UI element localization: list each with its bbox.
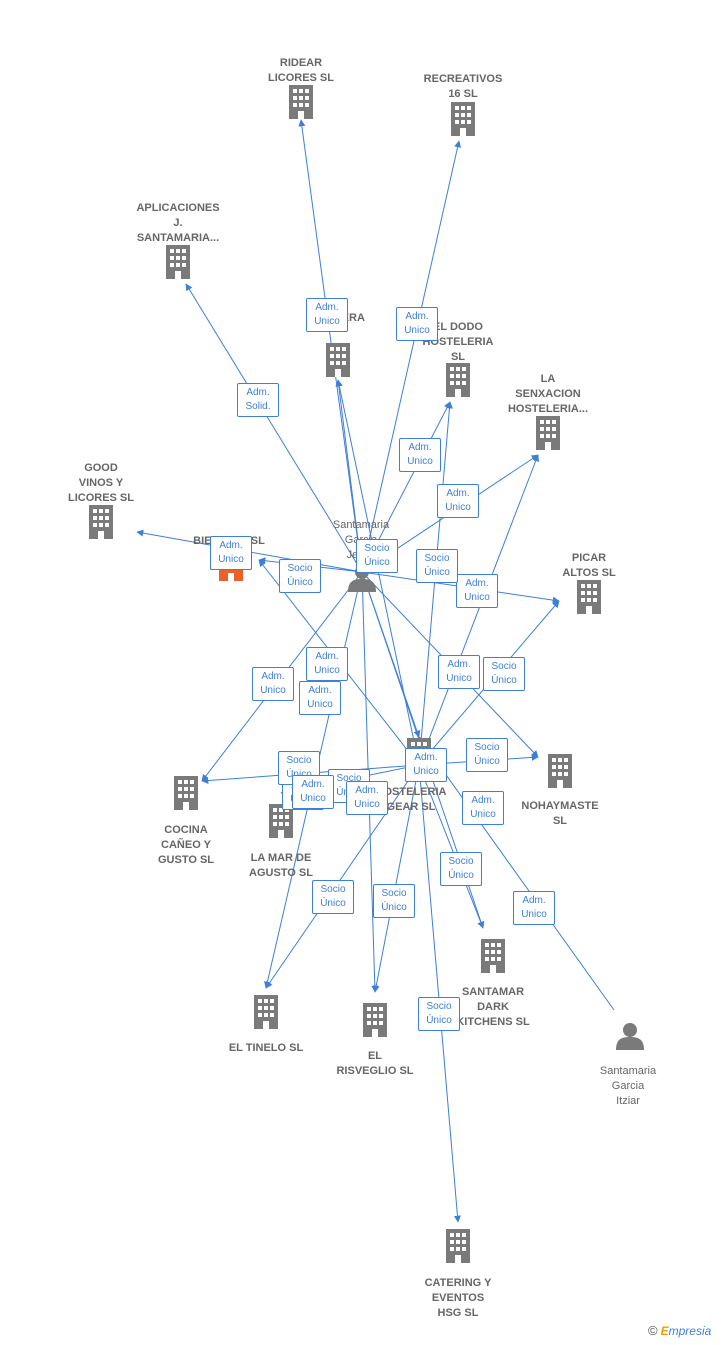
edge-role-label: Adm. Unico [438, 655, 480, 689]
building-icon-dodo[interactable] [446, 363, 470, 397]
edge-gear-tinelo [265, 764, 420, 989]
building-icon-nohaymaste[interactable] [548, 754, 572, 788]
company-label-aplicaciones[interactable]: APLICACIONES J. SANTAMARIA... [136, 202, 220, 244]
edge-role-label: Adm. Unico [252, 667, 294, 701]
edge-role-label: Adm. Unico [462, 791, 504, 825]
edge-gear-santamar [418, 764, 484, 929]
person-icon-itziar[interactable] [616, 1023, 644, 1050]
company-label-picar[interactable]: PICAR ALTOS SL [562, 552, 616, 579]
edge-role-label: Socio Único [466, 738, 508, 772]
edge-role-label: Adm. Unico [437, 484, 479, 518]
edge-gear-risveglio [372, 764, 420, 993]
company-label-lamar[interactable]: LA MAR DE AGUSTO SL [249, 852, 313, 879]
edge-role-label: Adm. Unico [292, 775, 334, 809]
edge-role-label: Adm. Unico [210, 536, 252, 570]
company-label-risveglio[interactable]: EL RISVEGLIO SL [336, 1050, 414, 1077]
company-label-goodvinos[interactable]: GOOD VINOS Y LICORES SL [67, 462, 134, 504]
edge-jesus-aplicaciones [185, 283, 363, 573]
company-label-cocina[interactable]: COCINA CAÑEO Y GUSTO SL [157, 824, 215, 866]
building-icon-catering[interactable] [446, 1229, 470, 1263]
edge-role-label: Adm. Unico [399, 438, 441, 472]
company-label-gear[interactable]: HOSTELERIA GEAR SL [375, 786, 447, 813]
company-label-recreativos[interactable]: RECREATIVOS 16 SL [423, 73, 503, 100]
company-label-nohaymaste[interactable]: NOHAYMASTE SL [521, 800, 599, 827]
building-icon-cocina[interactable] [174, 776, 198, 810]
edge-gear-senxacion [418, 454, 540, 766]
building-icon-cantera[interactable] [326, 343, 350, 377]
person-label-itziar[interactable]: Santamaria Garcia Itziar [599, 1065, 657, 1107]
brand-name: mpresia [668, 1324, 712, 1338]
edge-itziar-gear [418, 736, 615, 1011]
edge-role-label: Adm. Unico [456, 574, 498, 608]
building-icon-santamar[interactable] [481, 939, 505, 973]
edge-role-label: Adm. Unico [405, 748, 447, 782]
brand-initial: E [660, 1324, 669, 1338]
edge-role-label: Socio Único [356, 539, 398, 573]
building-icon-risveglio[interactable] [363, 1003, 387, 1037]
copyright-icon: © [648, 1323, 658, 1338]
edge-role-label: Socio Único [416, 549, 458, 583]
building-icon-aplicaciones[interactable] [166, 245, 190, 279]
edge-gear-dodo [418, 401, 453, 766]
building-icon-goodvinos[interactable] [89, 505, 113, 539]
building-icon-tinelo[interactable] [254, 995, 278, 1029]
edge-role-label: Adm. Unico [299, 681, 341, 715]
edge-role-label: Socio Único [418, 997, 460, 1031]
edge-role-label: Socio Único [279, 559, 321, 593]
edge-role-label: Socio Único [373, 884, 415, 918]
building-icon-ridear[interactable] [289, 85, 313, 119]
company-label-tinelo[interactable]: EL TINELO SL [228, 1042, 304, 1054]
edge-role-label: Adm. Unico [513, 891, 555, 925]
edge-role-label: Socio Único [312, 880, 354, 914]
building-icon-senxacion[interactable] [536, 416, 560, 450]
edge-role-label: Adm. Unico [306, 647, 348, 681]
company-label-ridear[interactable]: RIDEAR LICORES SL [267, 57, 334, 84]
company-label-senxacion[interactable]: LA SENXACION HOSTELERIA... [507, 373, 589, 415]
edge-role-label: Socio Único [440, 852, 482, 886]
edge-role-label: Adm. Solid. [237, 383, 279, 417]
edge-gear-catering [418, 764, 461, 1223]
company-label-santamar[interactable]: SANTAMAR DARK KITCHENS SL [456, 986, 530, 1028]
building-icon-picar[interactable] [577, 580, 601, 614]
edge-role-label: Adm. Unico [306, 298, 348, 332]
building-icon-recreativos[interactable] [451, 102, 475, 136]
edge-role-label: Adm. Unico [346, 781, 388, 815]
edge-jesus-recreativos [361, 140, 462, 573]
edge-role-label: Adm. Unico [396, 307, 438, 341]
edge-role-label: Socio Único [483, 657, 525, 691]
footer-brand[interactable]: ©Empresia [648, 1323, 711, 1338]
company-label-catering[interactable]: CATERING Y EVENTOS HSG SL [424, 1277, 492, 1319]
